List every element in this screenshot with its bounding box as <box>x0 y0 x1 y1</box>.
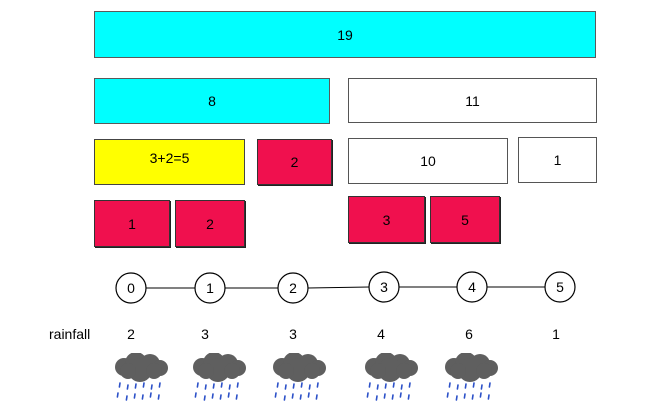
number-line-node <box>194 272 226 304</box>
number-line-node <box>368 271 400 303</box>
rainfall-value: 1 <box>552 326 560 342</box>
bar-piece-1: 1 <box>94 200 170 247</box>
number-line-segment <box>307 286 370 289</box>
bar-part-8: 8 <box>94 78 330 124</box>
rain-cloud-icon <box>193 353 246 401</box>
number-line-node <box>544 271 576 303</box>
number-line-node-label: 2 <box>289 280 297 296</box>
rainfall-label: rainfall <box>49 326 91 342</box>
rainfall-value: 3 <box>201 326 209 342</box>
rain-cloud-icon <box>273 353 326 401</box>
number-line-node <box>456 271 488 303</box>
number-line-node <box>277 272 309 304</box>
number-line-node-label: 4 <box>468 279 476 295</box>
rainfall-value: 2 <box>127 326 135 342</box>
bar-part-11: 11 <box>348 78 597 123</box>
number-line-node-label: 5 <box>556 279 564 295</box>
rain-cloud-icon <box>365 353 418 401</box>
rainfall-value: 4 <box>377 326 385 342</box>
rainfall-value: 6 <box>465 326 473 342</box>
number-line-node-label: 3 <box>380 279 388 295</box>
rain-cloud-icon <box>445 353 498 401</box>
rainfall-value: 3 <box>289 326 297 342</box>
bar-part-10: 10 <box>348 138 508 184</box>
bar-part-2-top: 2 <box>257 139 332 185</box>
number-line-node-label: 0 <box>127 280 135 296</box>
number-line-node <box>115 272 147 304</box>
number-line-node-label: 1 <box>206 280 214 296</box>
bar-piece-2: 2 <box>175 200 245 247</box>
rain-cloud-icon <box>115 353 168 401</box>
